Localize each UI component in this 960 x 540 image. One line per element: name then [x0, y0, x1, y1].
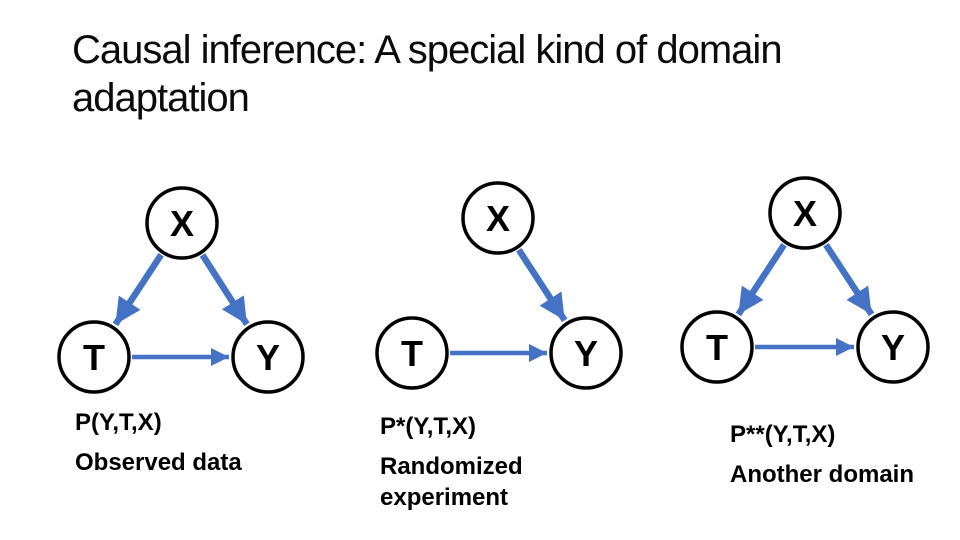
distribution-formula-observed: P(Y,T,X) [75, 409, 162, 436]
observed-data-node-X: X [145, 186, 219, 260]
caption-randomized-experiment: P*(Y,T,X) Randomized experiment [380, 413, 540, 513]
node-label-X: X [793, 193, 817, 234]
another-domain-node-X: X [768, 176, 842, 250]
another-domain-node-Y: Y [856, 310, 930, 384]
node-label-Y: Y [881, 327, 905, 368]
edge-X-to-Y-arrow [823, 243, 875, 317]
node-circle [145, 186, 219, 260]
node-label-T: T [401, 333, 423, 374]
node-label-T: T [706, 327, 728, 368]
caption-description-randomized: Randomized experiment [380, 453, 523, 511]
randomized-experiment-node-X: X [461, 181, 535, 255]
node-circle [549, 316, 623, 390]
caption-observed-data: P(Y,T,X) Observed data [75, 409, 305, 478]
node-circle [375, 316, 449, 390]
randomized-experiment-node-Y: Y [549, 316, 623, 390]
caption-description-another-domain: Another domain [730, 461, 914, 488]
observed-data-node-Y: Y [231, 320, 305, 394]
node-label-T: T [83, 337, 105, 378]
node-label-Y: Y [574, 333, 598, 374]
node-circle [856, 310, 930, 384]
caption-description-observed: Observed data [75, 449, 242, 476]
distribution-formula-another-domain: P**(Y,T,X) [730, 421, 836, 448]
node-circle [57, 320, 131, 394]
node-label-X: X [170, 203, 194, 244]
another-domain-node-T: T [680, 310, 754, 384]
randomized-experiment-node-T: T [375, 316, 449, 390]
node-circle [768, 176, 842, 250]
node-circle [680, 310, 754, 384]
node-label-X: X [486, 198, 510, 239]
slide-title: Causal inference: A special kind of doma… [72, 28, 783, 120]
distribution-formula-randomized: P*(Y,T,X) [380, 413, 477, 440]
node-label-Y: Y [256, 337, 280, 378]
edge-X-to-Y-arrow [516, 248, 568, 323]
observed-data-node-T: T [57, 320, 131, 394]
node-circle [461, 181, 535, 255]
edge-X-to-T-arrow [112, 253, 164, 327]
node-circle [231, 320, 305, 394]
edge-X-to-Y-arrow [199, 253, 250, 326]
caption-another-domain: P**(Y,T,X) Another domain [730, 421, 960, 490]
edge-X-to-T-arrow [735, 243, 787, 317]
